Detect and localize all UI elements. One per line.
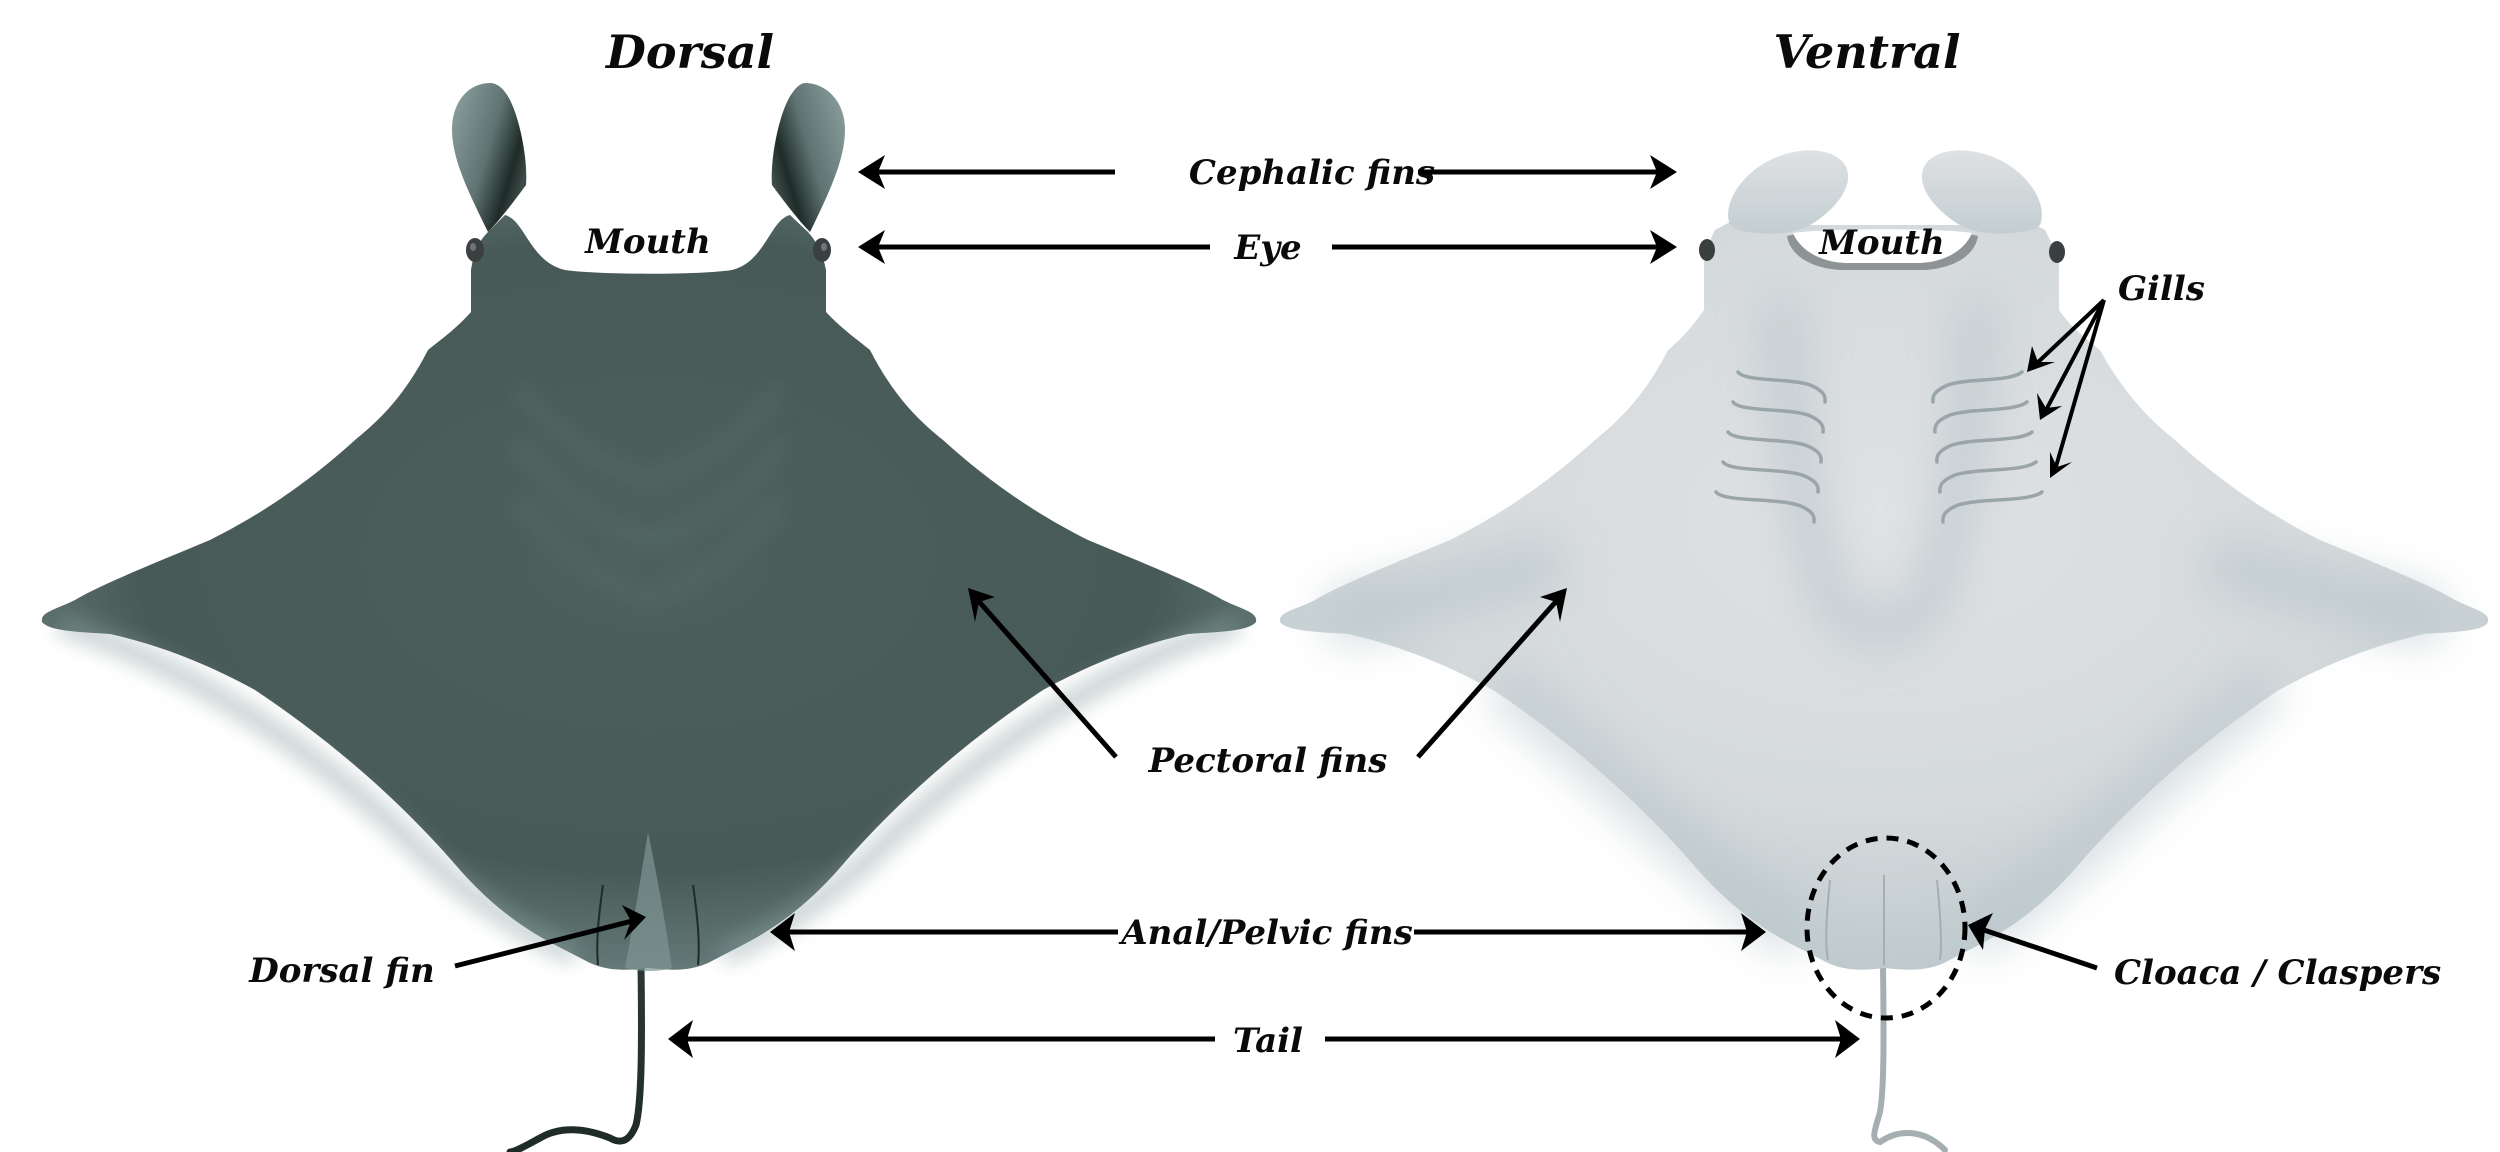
ventral-cephalic-fin-left xyxy=(1728,150,1849,234)
dorsal-trailing-edge-left xyxy=(57,615,580,965)
ventral-eye-right xyxy=(2049,241,2065,263)
gills-label: Gills xyxy=(2118,269,2205,309)
dorsal-eye-right xyxy=(813,238,831,262)
gill-arrowhead-3-icon xyxy=(2050,452,2072,478)
dorsal-fin-annotation: Dorsal fin xyxy=(248,905,646,991)
arrowhead-left-icon xyxy=(858,155,885,189)
ventral-eye-left xyxy=(1699,239,1715,261)
anal-pelvic-fins-annotation: Anal/Pelvic fins xyxy=(770,913,1766,953)
arrowhead-icon xyxy=(1540,588,1567,622)
dorsal-eye-left xyxy=(466,238,484,262)
arrowhead-left-icon xyxy=(858,230,885,264)
cloaca-highlight-circle xyxy=(1804,835,1968,1021)
ventral-claspers xyxy=(1825,875,1942,965)
gill-arrowhead-2-icon xyxy=(2037,393,2062,420)
ventral-gill-slits-left xyxy=(1714,370,1827,524)
pectoral-fins-annotation: Pectoral fins xyxy=(968,588,1567,781)
eye-label: Eye xyxy=(1233,228,1301,268)
arrowhead-icon xyxy=(622,905,646,940)
gill-arrowhead-1-icon xyxy=(2027,346,2055,372)
cephalic-fins-annotation: Cephalic fins xyxy=(858,153,1677,193)
anal-pelvic-fins-label: Anal/Pelvic fins xyxy=(1118,913,1412,953)
annotations: Dorsal Ventral Mouth Mouth Cephalic fins… xyxy=(248,25,2441,1061)
tail-annotation: Tail xyxy=(668,1020,1860,1061)
dorsal-fin-label: Dorsal fin xyxy=(248,951,434,991)
arrowhead-left-icon xyxy=(770,913,795,951)
arrowhead-right-icon xyxy=(1835,1020,1860,1058)
mouth-label-dorsal: Mouth xyxy=(584,222,710,262)
cloaca-claspers-annotation: Cloaca / Claspers xyxy=(1968,913,2441,993)
eye-annotation: Eye xyxy=(858,228,1677,268)
ventral-tail xyxy=(1871,962,1948,1152)
arrowhead-icon xyxy=(968,588,995,622)
gills-annotation: Gills xyxy=(2027,269,2205,478)
cephalic-fins-label: Cephalic fins xyxy=(1189,153,1435,193)
ventral-title: Ventral xyxy=(1774,25,1961,79)
ventral-cephalic-fin-right xyxy=(1921,150,2042,234)
dorsal-cephalic-fin-right xyxy=(771,83,845,232)
arrowhead-right-icon xyxy=(1741,913,1766,951)
mouth-label-ventral: Mouth xyxy=(1818,223,1944,263)
ventral-body xyxy=(1279,222,2489,970)
cloaca-claspers-label: Cloaca / Claspers xyxy=(2114,953,2441,993)
arrowhead-icon xyxy=(1968,913,1993,950)
pectoral-fins-label: Pectoral fins xyxy=(1148,741,1388,781)
dorsal-cephalic-fin-left xyxy=(452,83,527,232)
arrowhead-right-icon xyxy=(1650,155,1677,189)
tail-label: Tail xyxy=(1233,1021,1303,1061)
arrowhead-right-icon xyxy=(1650,230,1677,264)
dorsal-body xyxy=(41,215,1257,970)
dorsal-title: Dorsal xyxy=(604,25,774,79)
ventral-gill-slits-right xyxy=(1931,370,2044,524)
ventral-shading xyxy=(1324,298,2446,956)
arrowhead-left-icon xyxy=(668,1020,693,1058)
ventral-view xyxy=(1279,150,2489,1152)
dorsal-gill-ridges xyxy=(511,386,789,606)
dorsal-tail xyxy=(506,961,645,1152)
ventral-mouth xyxy=(1787,229,1978,270)
